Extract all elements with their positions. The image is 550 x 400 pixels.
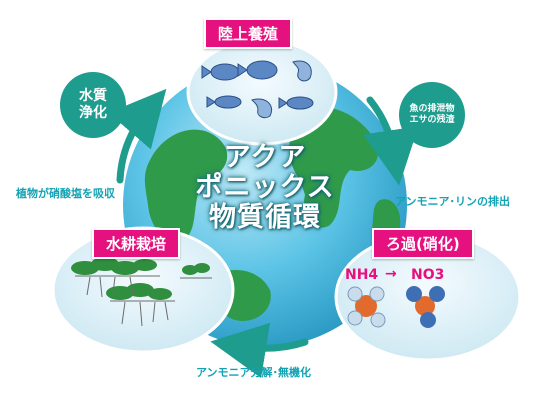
stage-label-hydroponics: 水耕栽培 [92, 228, 181, 259]
ammonium-molecule-icon [347, 286, 386, 328]
flow-label-mineralization: アンモニア分解･無機化 [196, 366, 312, 379]
center-title-line-2: ポニックス [195, 172, 335, 204]
fish-waste-line-2: エサの残渣 [409, 115, 455, 125]
center-title-line-3: 物質循環 [209, 202, 321, 234]
chem-arrow: → [385, 266, 397, 282]
chem-to: NO3 [411, 267, 445, 283]
center-title-line-1: アクア [223, 142, 307, 173]
flow-label-absorption: 植物が硝酸塩を吸収 [16, 187, 115, 200]
water-purification-bubble: 水質 浄化 [60, 72, 126, 138]
stage-label-aquaculture: 陸上養殖 [204, 18, 293, 49]
flow-label-excretion: アンモニア･リンの排出 [395, 195, 511, 208]
water-purification-line-2: 浄化 [79, 105, 107, 121]
fish-waste-bubble: 魚の排泄物 エサの残渣 [399, 82, 465, 148]
nitrate-molecule-icon [406, 286, 445, 328]
water-purification-line-1: 水質 [79, 87, 107, 104]
center-title: アクア ポニックス 物質循環 [185, 142, 345, 234]
shrimp-icon [251, 60, 312, 119]
fish-icon [201, 60, 314, 110]
stage-label-filtration: ろ過(硝化) [372, 228, 474, 259]
plant-icon [71, 257, 212, 327]
fish-waste-line-1: 魚の排泄物 [409, 103, 455, 114]
aquaculture-bubble [186, 38, 338, 146]
cycle-arrow-icon [108, 88, 419, 379]
chem-from: NH4 [345, 267, 379, 283]
